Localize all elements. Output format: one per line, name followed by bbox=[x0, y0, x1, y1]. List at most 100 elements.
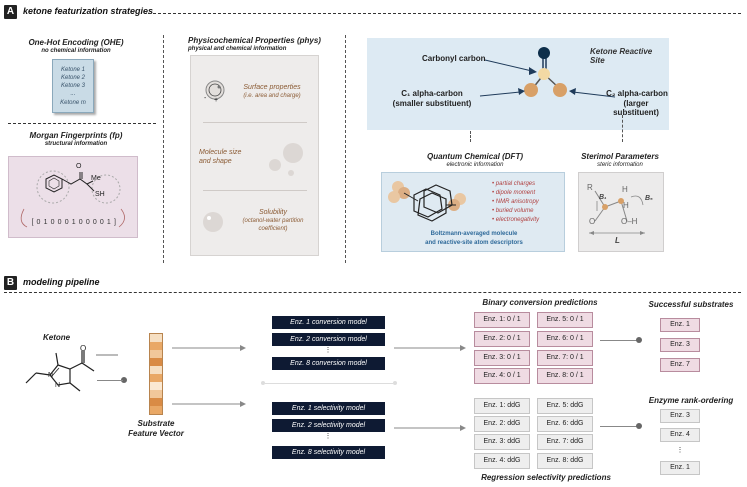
dft-bullet: • NMR anisotropy bbox=[492, 199, 539, 205]
c2-label-2: (larger substituent) bbox=[613, 99, 659, 117]
binary-prediction: Enz. 5: 0 / 1 bbox=[537, 312, 593, 328]
dft-bullet: • buried volume bbox=[492, 208, 534, 214]
sterimol-label-b1: B₁ bbox=[599, 194, 607, 201]
ring-label-o: O bbox=[80, 344, 87, 353]
success-dot bbox=[636, 337, 642, 343]
reactive-site-title: Ketone Reactive Site bbox=[590, 47, 653, 65]
fp-title: Morgan Fingerprints (fp) bbox=[29, 131, 123, 140]
sterimol-panel: R B₁ H H B₅ O O–H L bbox=[578, 172, 664, 252]
divider-dot bbox=[393, 381, 397, 385]
surface-label-1: Surface properties bbox=[243, 84, 301, 91]
conversion-model-1: Enz. 1 conversion model bbox=[272, 316, 385, 329]
dft-panel: • partial charges • dipole moment • NMR … bbox=[381, 172, 565, 252]
fp-bit-vector: [ 0 1 0 0 0 1 0 0 0 0 1 ] bbox=[31, 219, 117, 226]
conversion-ellipsis: ⋮ bbox=[324, 347, 332, 354]
ohe-subtitle: no chemical information bbox=[41, 48, 111, 54]
divider-a1 bbox=[163, 35, 164, 263]
vector-to-models-arrows bbox=[172, 345, 246, 407]
ketone-dot bbox=[121, 377, 127, 383]
selectivity-model-1: Enz. 1 selectivity model bbox=[272, 402, 385, 415]
sterimol-label-o1: O bbox=[589, 217, 596, 226]
phys-separator bbox=[203, 190, 307, 191]
rank-title: Enzyme rank-ordering bbox=[648, 396, 734, 405]
dft-caption-1: Boltzmann-averaged molecule bbox=[430, 231, 518, 237]
successful-substrate: Enz. 1 bbox=[660, 318, 700, 332]
rank-item: Enz. 1 bbox=[660, 461, 700, 475]
solubility-label-3: coefficient) bbox=[258, 226, 288, 232]
feature-vector-label-2: Feature Vector bbox=[128, 429, 184, 438]
conversion-model-8: Enz. 8 conversion model bbox=[272, 357, 385, 370]
reactive-site-drawing bbox=[479, 47, 616, 98]
successful-substrate: Enz. 7 bbox=[660, 358, 700, 372]
phys-title: Physicochemical Properties (phys) bbox=[188, 36, 321, 45]
binary-prediction: Enz. 7: 0 / 1 bbox=[537, 350, 593, 366]
regression-prediction: Enz. 5: ddG bbox=[537, 398, 593, 414]
fp-molecule-drawing bbox=[20, 170, 125, 228]
sterimol-label-o2: O–H bbox=[621, 217, 638, 226]
sterimol-label-r: R bbox=[587, 183, 593, 192]
ketone-structure-drawing bbox=[25, 351, 118, 392]
sterimol-label-b5: B₅ bbox=[645, 195, 653, 202]
surface-icon bbox=[205, 80, 225, 100]
regression-prediction: Enz. 3: ddG bbox=[474, 434, 530, 450]
dft-title: Quantum Chemical (DFT) bbox=[426, 152, 523, 161]
solubility-label-1: Solubility bbox=[258, 209, 287, 216]
binary-prediction: Enz. 1: 0 / 1 bbox=[474, 312, 530, 328]
regression-prediction: Enz. 4: ddG bbox=[474, 453, 530, 469]
surface-plus: + bbox=[214, 97, 219, 104]
size-label-2: and shape bbox=[199, 158, 232, 165]
regression-to-rank-line bbox=[600, 426, 638, 427]
sterimol-label-h1: H bbox=[622, 185, 628, 194]
sterimol-title: Sterimol Parameters bbox=[581, 152, 659, 161]
molecule-size-icon bbox=[269, 143, 303, 176]
regression-prediction: Enz. 7: ddG bbox=[537, 434, 593, 450]
ohe-item: Ketone 3 bbox=[60, 83, 86, 89]
section-b-rule bbox=[4, 292, 741, 293]
conformer-ensemble-icon bbox=[388, 181, 466, 222]
regression-prediction: Enz. 1: ddG bbox=[474, 398, 530, 414]
surface-minus: - bbox=[204, 95, 207, 102]
surface-label-2: (i.e. area and charge) bbox=[243, 93, 301, 99]
feature-vector-bar bbox=[149, 333, 163, 415]
phys-subtitle: physical and chemical information bbox=[188, 46, 287, 52]
dft-caption-2: and reactive-site atom descriptors bbox=[425, 240, 523, 246]
rank-item: Enz. 4 bbox=[660, 428, 700, 442]
dft-bullet: • partial charges bbox=[492, 181, 536, 187]
rank-ellipsis: ⋮ bbox=[676, 447, 684, 454]
solubility-label-2: (octanol-water partition bbox=[242, 218, 304, 224]
regression-prediction: Enz. 6: ddG bbox=[537, 416, 593, 432]
regression-prediction: Enz. 8: ddG bbox=[537, 453, 593, 469]
ohe-fp-divider bbox=[8, 123, 156, 124]
phys-separator bbox=[203, 122, 307, 123]
fp-atom-o: O bbox=[76, 163, 82, 170]
fp-atom-me: Me bbox=[91, 175, 101, 182]
dft-bullet: • dipole moment bbox=[492, 190, 536, 196]
section-a-tag: A bbox=[4, 5, 17, 19]
sterimol-drawing bbox=[589, 190, 645, 235]
ohe-title: One-Hot Encoding (OHE) bbox=[28, 38, 124, 47]
binary-prediction: Enz. 6: 0 / 1 bbox=[537, 331, 593, 347]
binary-prediction: Enz. 3: 0 / 1 bbox=[474, 350, 530, 366]
fp-panel: O Me SH [ 0 1 0 0 0 1 0 0 0 0 1 ] bbox=[8, 156, 138, 238]
binary-predictions-title: Binary conversion predictions bbox=[482, 298, 598, 307]
sterimol-subtitle: steric information bbox=[597, 162, 643, 168]
c2-label-1: C₂ alpha-carbon bbox=[606, 89, 668, 98]
binary-prediction: Enz. 8: 0 / 1 bbox=[537, 368, 593, 384]
dft-bullet: • electronegativity bbox=[492, 217, 540, 223]
selectivity-model-2: Enz. 2 selectivity model bbox=[272, 419, 385, 432]
ketone-to-vector-line bbox=[97, 380, 123, 381]
section-a-rule bbox=[148, 13, 741, 14]
section-a-title: ketone featurization strategies bbox=[23, 6, 154, 16]
divider-a2 bbox=[345, 35, 346, 263]
ohe-matrix: Ketone 1 Ketone 2 Ketone 3 ... Ketone m bbox=[52, 59, 94, 113]
site-sterimol-connector bbox=[622, 115, 623, 142]
ohe-item: Ketone 2 bbox=[60, 75, 86, 81]
successful-substrate: Enz. 3 bbox=[660, 338, 700, 352]
models-to-predictions-arrows bbox=[394, 345, 466, 431]
reactive-site-panel: Ketone Reactive Site Carbonyl carbon C₁ … bbox=[367, 38, 669, 130]
selectivity-model-8: Enz. 8 selectivity model bbox=[272, 446, 385, 459]
binary-prediction: Enz. 2: 0 / 1 bbox=[474, 331, 530, 347]
fp-atom-sh: SH bbox=[95, 191, 105, 198]
ohe-item: Ketone m bbox=[60, 100, 86, 106]
section-b-tag: B bbox=[4, 276, 17, 290]
